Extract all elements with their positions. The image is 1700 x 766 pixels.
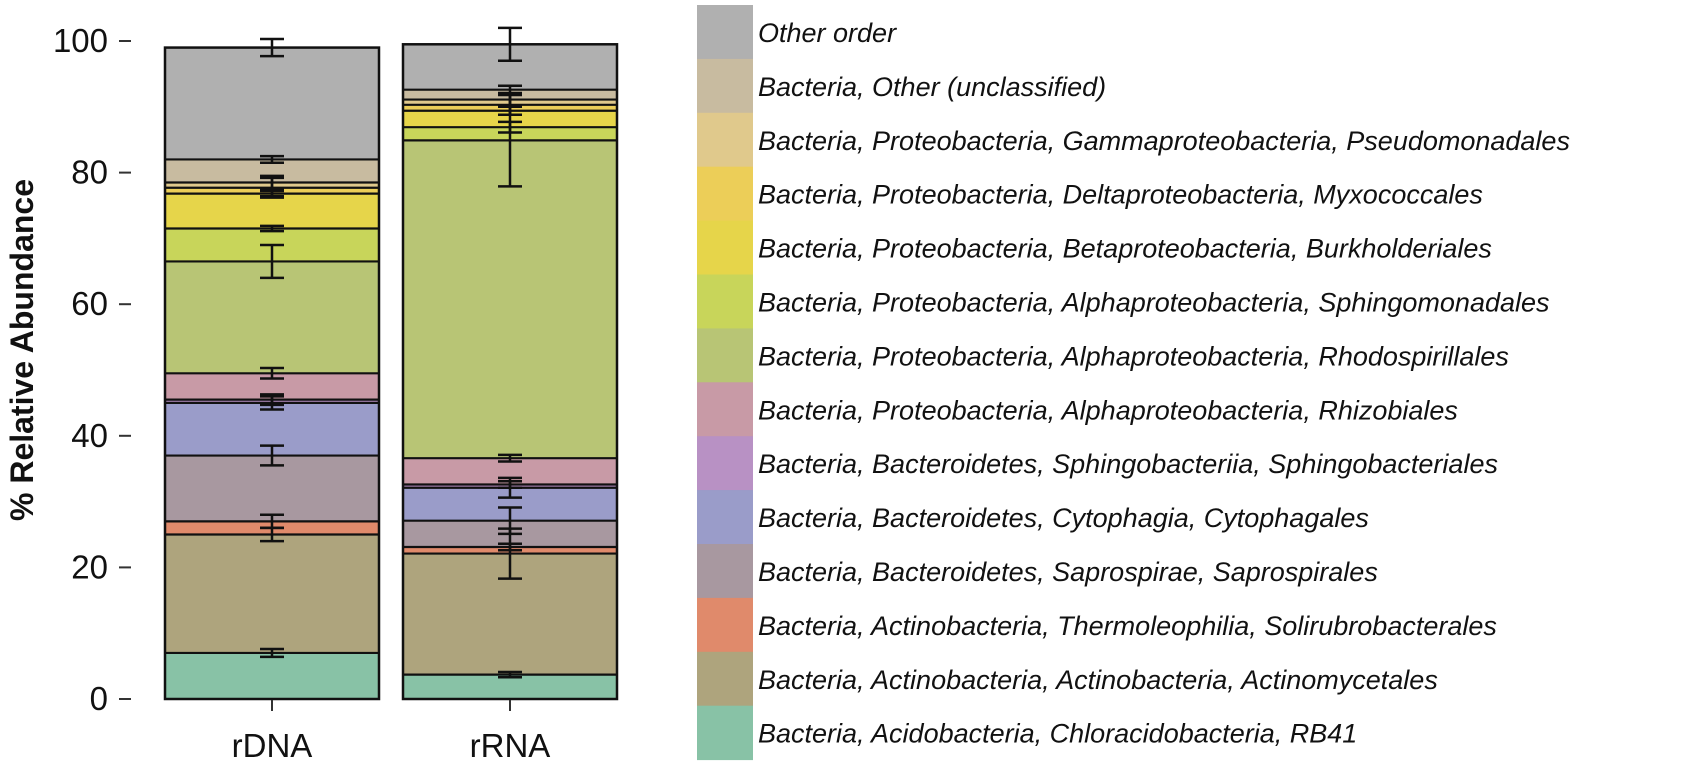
- legend-item: Bacteria, Proteobacteria, Gammaproteobac…: [697, 112, 1570, 168]
- error-bars: [260, 26, 522, 679]
- legend-swatch: [697, 705, 753, 761]
- error-bar: [260, 444, 284, 467]
- legend-item: Bacteria, Actinobacteria, Actinobacteria…: [697, 651, 1438, 707]
- legend-swatch: [697, 490, 753, 545]
- error-bar: [260, 224, 284, 233]
- bar-segment: [165, 193, 379, 229]
- y-tick-label: 60: [71, 285, 108, 322]
- error-bar: [498, 542, 522, 552]
- error-bar: [260, 154, 284, 164]
- legend-swatch: [697, 651, 753, 707]
- y-tick-label: 0: [90, 680, 108, 717]
- legend-item: Bacteria, Bacteroidetes, Sphingobacterii…: [697, 436, 1498, 491]
- error-bar: [260, 243, 284, 280]
- legend-swatch: [697, 112, 753, 168]
- legend-item: Bacteria, Actinobacteria, Thermoleophili…: [697, 597, 1497, 653]
- bar-segment: [165, 47, 379, 160]
- bar-segment: [403, 674, 617, 699]
- legend-label: Bacteria, Proteobacteria, Gammaproteobac…: [758, 126, 1570, 156]
- bar-segment: [165, 534, 379, 653]
- legend-item: Other order: [697, 5, 897, 60]
- legend-item: Bacteria, Proteobacteria, Alphaproteobac…: [697, 274, 1550, 329]
- legend-swatch: [697, 436, 753, 491]
- y-axis: 0 20 40 60 80 100: [53, 22, 131, 717]
- error-bar: [260, 37, 284, 58]
- legend-label: Bacteria, Other (unclassified): [758, 72, 1106, 102]
- x-tick-label: rRNA: [470, 727, 551, 764]
- error-bar: [260, 647, 284, 659]
- legend-swatch: [697, 5, 753, 60]
- y-tick-label: 20: [71, 548, 108, 585]
- legend-item: Bacteria, Proteobacteria, Deltaproteobac…: [697, 166, 1483, 222]
- error-bar: [498, 84, 522, 95]
- legend-label: Bacteria, Acidobacteria, Chloracidobacte…: [758, 719, 1357, 749]
- legend-item: Bacteria, Bacteroidetes, Saprospirae, Sa…: [697, 544, 1378, 599]
- error-bar: [498, 26, 522, 62]
- bar-segment: [165, 159, 379, 183]
- legend-label: Bacteria, Bacteroidetes, Cytophagia, Cyt…: [758, 503, 1369, 533]
- error-bar: [498, 670, 522, 679]
- error-bar: [260, 513, 284, 530]
- bars: [163, 43, 619, 701]
- legend-item: Bacteria, Acidobacteria, Chloracidobacte…: [697, 705, 1357, 761]
- legend-swatch: [697, 166, 753, 222]
- legend-label: Other order: [758, 18, 897, 48]
- error-bar: [260, 393, 284, 407]
- legend-label: Bacteria, Actinobacteria, Thermoleophili…: [758, 611, 1497, 641]
- error-bar: [260, 366, 284, 380]
- legend-swatch: [697, 597, 753, 653]
- y-axis-label: % Relative Abundance: [4, 179, 40, 521]
- legend-swatch: [697, 382, 753, 437]
- legend-label: Bacteria, Bacteroidetes, Sphingobacterii…: [758, 449, 1498, 479]
- legend-swatch: [697, 220, 753, 275]
- y-tick-label: 100: [53, 22, 108, 59]
- legend-label: Bacteria, Proteobacteria, Alphaproteobac…: [758, 341, 1509, 371]
- legend-item: Bacteria, Bacteroidetes, Cytophagia, Cyt…: [697, 490, 1369, 545]
- x-axis: rDNA rRNA: [232, 700, 551, 764]
- legend-label: Bacteria, Proteobacteria, Betaproteobact…: [758, 234, 1492, 264]
- legend-label: Bacteria, Proteobacteria, Deltaproteobac…: [758, 180, 1483, 210]
- x-tick-label: rDNA: [232, 727, 313, 764]
- error-bar: [498, 120, 522, 134]
- legend-item: Bacteria, Other (unclassified): [697, 58, 1106, 114]
- bar-segment: [403, 140, 617, 459]
- y-tick-label: 80: [71, 154, 108, 191]
- legend-swatch: [697, 274, 753, 329]
- legend-label: Bacteria, Bacteroidetes, Saprospirae, Sa…: [758, 557, 1378, 587]
- error-bar: [260, 174, 284, 191]
- error-bar: [498, 506, 522, 536]
- legend-swatch: [697, 328, 753, 383]
- error-bar: [498, 479, 522, 490]
- bar-segment: [165, 261, 379, 374]
- legend-item: Bacteria, Proteobacteria, Betaproteobact…: [697, 220, 1492, 275]
- legend-swatch: [697, 544, 753, 599]
- legend-swatch: [697, 58, 753, 114]
- legend-label: Bacteria, Proteobacteria, Alphaproteobac…: [758, 287, 1550, 317]
- legend-item: Bacteria, Proteobacteria, Alphaproteobac…: [697, 382, 1458, 437]
- error-bar: [498, 453, 522, 463]
- bar-segment: [165, 652, 379, 699]
- legend-item: Bacteria, Proteobacteria, Alphaproteobac…: [697, 328, 1509, 383]
- legend-label: Bacteria, Proteobacteria, Alphaproteobac…: [758, 395, 1458, 425]
- legend-label: Bacteria, Actinobacteria, Actinobacteria…: [758, 665, 1438, 695]
- y-tick-label: 40: [71, 417, 108, 454]
